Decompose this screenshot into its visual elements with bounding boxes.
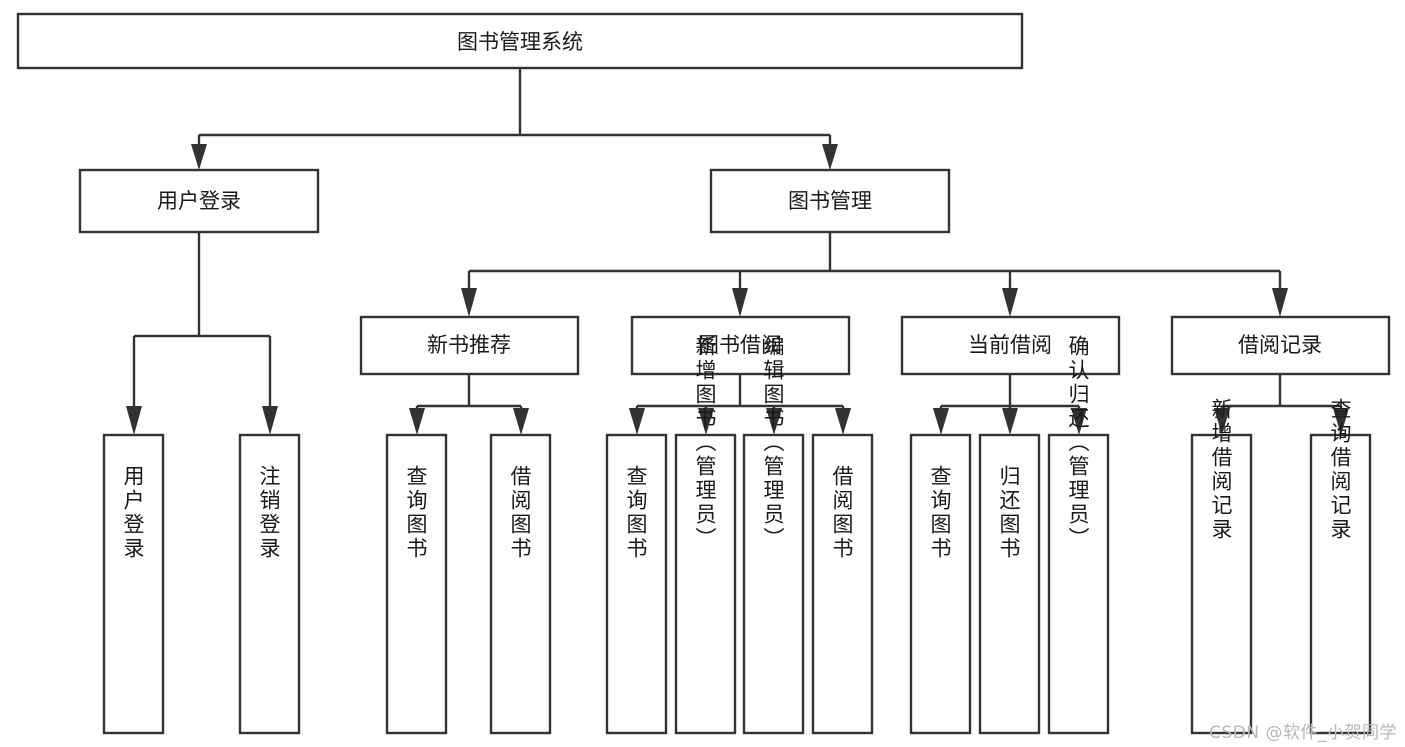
node-box: [605, 433, 668, 735]
leaf-add-borrow-record[interactable]: 新增借阅记录: [1190, 398, 1253, 735]
node-label: 用户登录: [157, 189, 241, 213]
arrow-head-icon: [1214, 408, 1230, 435]
arrow-head-icon: [732, 288, 748, 317]
node-box: [674, 433, 737, 735]
node-label: 借阅图书: [830, 465, 854, 561]
node-box: [1190, 433, 1253, 735]
node-box: [102, 433, 165, 735]
arrow-head-icon: [629, 408, 645, 435]
node-box: [1047, 433, 1110, 735]
node-label: 编辑图书（管理员）: [761, 335, 785, 551]
arrow-head-icon: [835, 408, 851, 435]
node-borrow-record[interactable]: 借阅记录: [1170, 315, 1391, 376]
node-box: [709, 168, 951, 234]
node-label: 新书推荐: [427, 333, 511, 357]
leaf-confirm-return-admin[interactable]: 确认归还（管理员）: [1047, 335, 1110, 735]
arrow-head-icon: [1333, 408, 1349, 435]
node-label: 注销登录: [257, 465, 281, 561]
node-label: 新增借阅记录: [1209, 398, 1233, 542]
node-box: [78, 168, 320, 234]
node-root-book-management-system[interactable]: 图书管理系统: [16, 12, 1024, 70]
arrow-head-icon: [461, 288, 477, 317]
node-book-management[interactable]: 图书管理: [709, 168, 951, 234]
node-box: [385, 433, 448, 735]
node-box: [1309, 433, 1372, 735]
arrow-head-icon: [822, 144, 838, 170]
node-box: [909, 433, 972, 735]
node-box: [238, 433, 301, 735]
arrow-head-icon: [1272, 288, 1288, 317]
node-label: 用户登录: [121, 465, 145, 561]
node-label: 借阅图书: [508, 465, 532, 561]
node-box: [16, 12, 1024, 70]
leaf-query-book-borrow-group[interactable]: 查询图书: [605, 433, 668, 735]
arrow-head-icon: [191, 144, 207, 170]
leaf-query-book-new-book-group[interactable]: 查询图书: [385, 433, 448, 735]
node-box: [630, 315, 851, 376]
arrow-head-icon: [262, 406, 278, 435]
node-user-login[interactable]: 用户登录: [78, 168, 320, 234]
arrow-head-icon: [513, 408, 529, 435]
node-current-borrow[interactable]: 当前借阅: [900, 315, 1121, 376]
leaf-query-book-current-group[interactable]: 查询图书: [909, 433, 972, 735]
node-label: 归还图书: [997, 465, 1021, 561]
node-box: [489, 433, 552, 735]
arrow-head-icon: [698, 408, 714, 435]
node-label: 新增图书（管理员）: [693, 335, 717, 551]
node-box: [359, 315, 580, 376]
node-label: 确认归还（管理员）: [1066, 335, 1090, 551]
leaf-add-book-admin[interactable]: 新增图书（管理员）: [674, 335, 737, 735]
leaf-borrow-book-borrow-group[interactable]: 借阅图书: [811, 433, 874, 735]
node-box: [742, 433, 805, 735]
node-box: [811, 433, 874, 735]
arrow-head-icon: [933, 408, 949, 435]
node-label: 当前借阅: [968, 333, 1052, 357]
node-box: [1170, 315, 1391, 376]
node-label: 图书借阅: [698, 333, 782, 357]
arrow-head-icon: [126, 406, 142, 435]
node-box: [900, 315, 1121, 376]
leaf-user-login[interactable]: 用户登录: [102, 433, 165, 735]
arrow-head-icon: [1002, 288, 1018, 317]
arrow-head-icon: [766, 408, 782, 435]
node-label: 查询借阅记录: [1328, 398, 1352, 542]
arrow-head-icon: [409, 408, 425, 435]
leaf-edit-book-admin[interactable]: 编辑图书（管理员）: [742, 335, 805, 735]
node-label: 查询图书: [928, 465, 952, 561]
arrow-head-icon: [1002, 408, 1018, 435]
node-label: 图书管理: [788, 189, 872, 213]
node-new-book-recommend[interactable]: 新书推荐: [359, 315, 580, 376]
node-book-borrow[interactable]: 图书借阅: [630, 315, 851, 376]
node-label: 借阅记录: [1238, 333, 1322, 357]
leaf-logout[interactable]: 注销登录: [238, 433, 301, 735]
leaf-return-book[interactable]: 归还图书: [978, 433, 1041, 735]
node-label: 查询图书: [404, 465, 428, 561]
edge-group: [126, 68, 1349, 435]
node-label: 图书管理系统: [457, 30, 583, 54]
leaf-query-borrow-record[interactable]: 查询借阅记录: [1309, 398, 1372, 735]
node-box: [978, 433, 1041, 735]
leaf-borrow-book-new-book-group[interactable]: 借阅图书: [489, 433, 552, 735]
node-label: 查询图书: [624, 465, 648, 561]
arrow-head-icon: [1071, 408, 1087, 435]
